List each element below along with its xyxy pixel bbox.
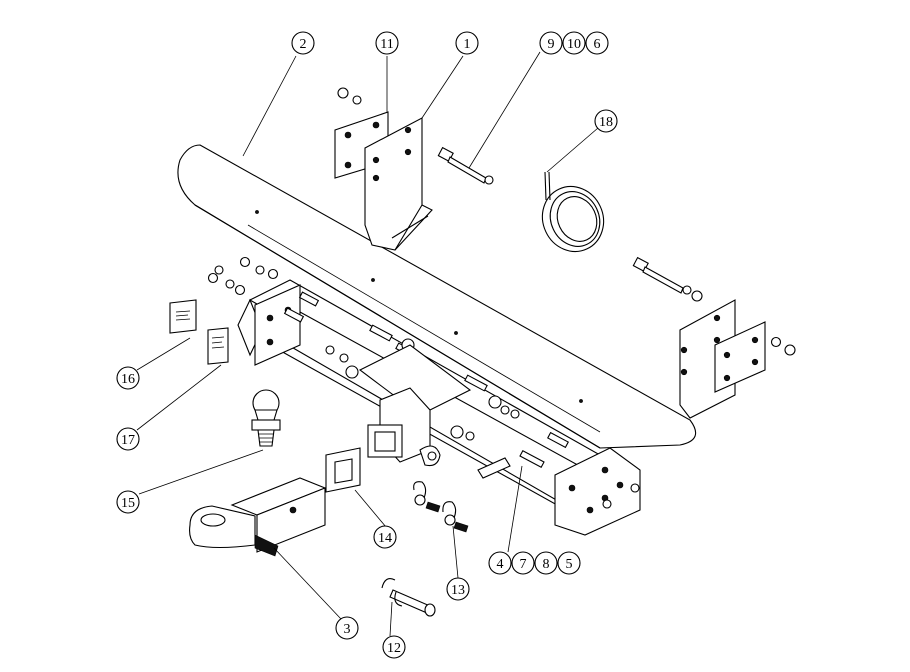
warning-label-17 [207, 327, 229, 365]
loose-nuts-left [207, 256, 279, 296]
shackle-pins [413, 481, 469, 533]
long-bolt-lower [632, 256, 703, 302]
callout-9: 9 [539, 31, 563, 55]
bumper-beam [177, 144, 697, 449]
receiver-assembly [358, 344, 511, 479]
callout-label: 5 [566, 557, 573, 572]
frame-hardware [283, 291, 569, 469]
left-mounting-bracket [334, 87, 433, 251]
callout-16: 16 [116, 366, 140, 390]
callout-label: 9 [548, 37, 555, 52]
callout-18: 18 [594, 109, 618, 133]
leader-lines [136, 51, 599, 637]
callout-label: 16 [121, 372, 135, 387]
callout-label: 4 [497, 557, 504, 572]
callout-17: 17 [116, 427, 140, 451]
callout-15: 15 [116, 490, 140, 514]
tow-ball [251, 389, 281, 447]
callout-label: 11 [380, 37, 393, 52]
hitch-cover [325, 447, 361, 493]
hitch-pin [381, 578, 436, 617]
callout-10: 10 [562, 31, 586, 55]
callout-label: 8 [543, 557, 550, 572]
callout-8: 8 [534, 551, 558, 575]
ball-mount [189, 477, 327, 557]
callout-label: 12 [387, 641, 401, 656]
callout-label: 14 [378, 531, 392, 546]
callout-label: 2 [300, 37, 307, 52]
warning-label-16 [169, 299, 197, 334]
callout-label: 10 [567, 37, 581, 52]
callout-label: 13 [451, 583, 465, 598]
callout-14: 14 [373, 525, 397, 549]
callout-4: 4 [488, 551, 512, 575]
callout-label: 7 [520, 557, 527, 572]
callout-11: 11 [375, 31, 399, 55]
callout-5: 5 [557, 551, 581, 575]
callout-1: 1 [455, 31, 479, 55]
callout-13: 13 [446, 577, 470, 601]
long-bolt-upper [437, 146, 494, 185]
callout-label: 1 [464, 37, 471, 52]
wiring-coil [541, 171, 605, 253]
callout-label: 17 [121, 433, 135, 448]
right-mounting-bracket [679, 299, 796, 419]
callout-label: 6 [594, 37, 601, 52]
callout-12: 12 [382, 635, 406, 659]
callout-3: 3 [335, 616, 359, 640]
callout-2: 2 [291, 31, 315, 55]
callout-label: 18 [599, 115, 613, 130]
callout-label: 15 [121, 496, 135, 511]
callout-7: 7 [511, 551, 535, 575]
callout-label: 3 [344, 622, 351, 637]
callout-6: 6 [585, 31, 609, 55]
